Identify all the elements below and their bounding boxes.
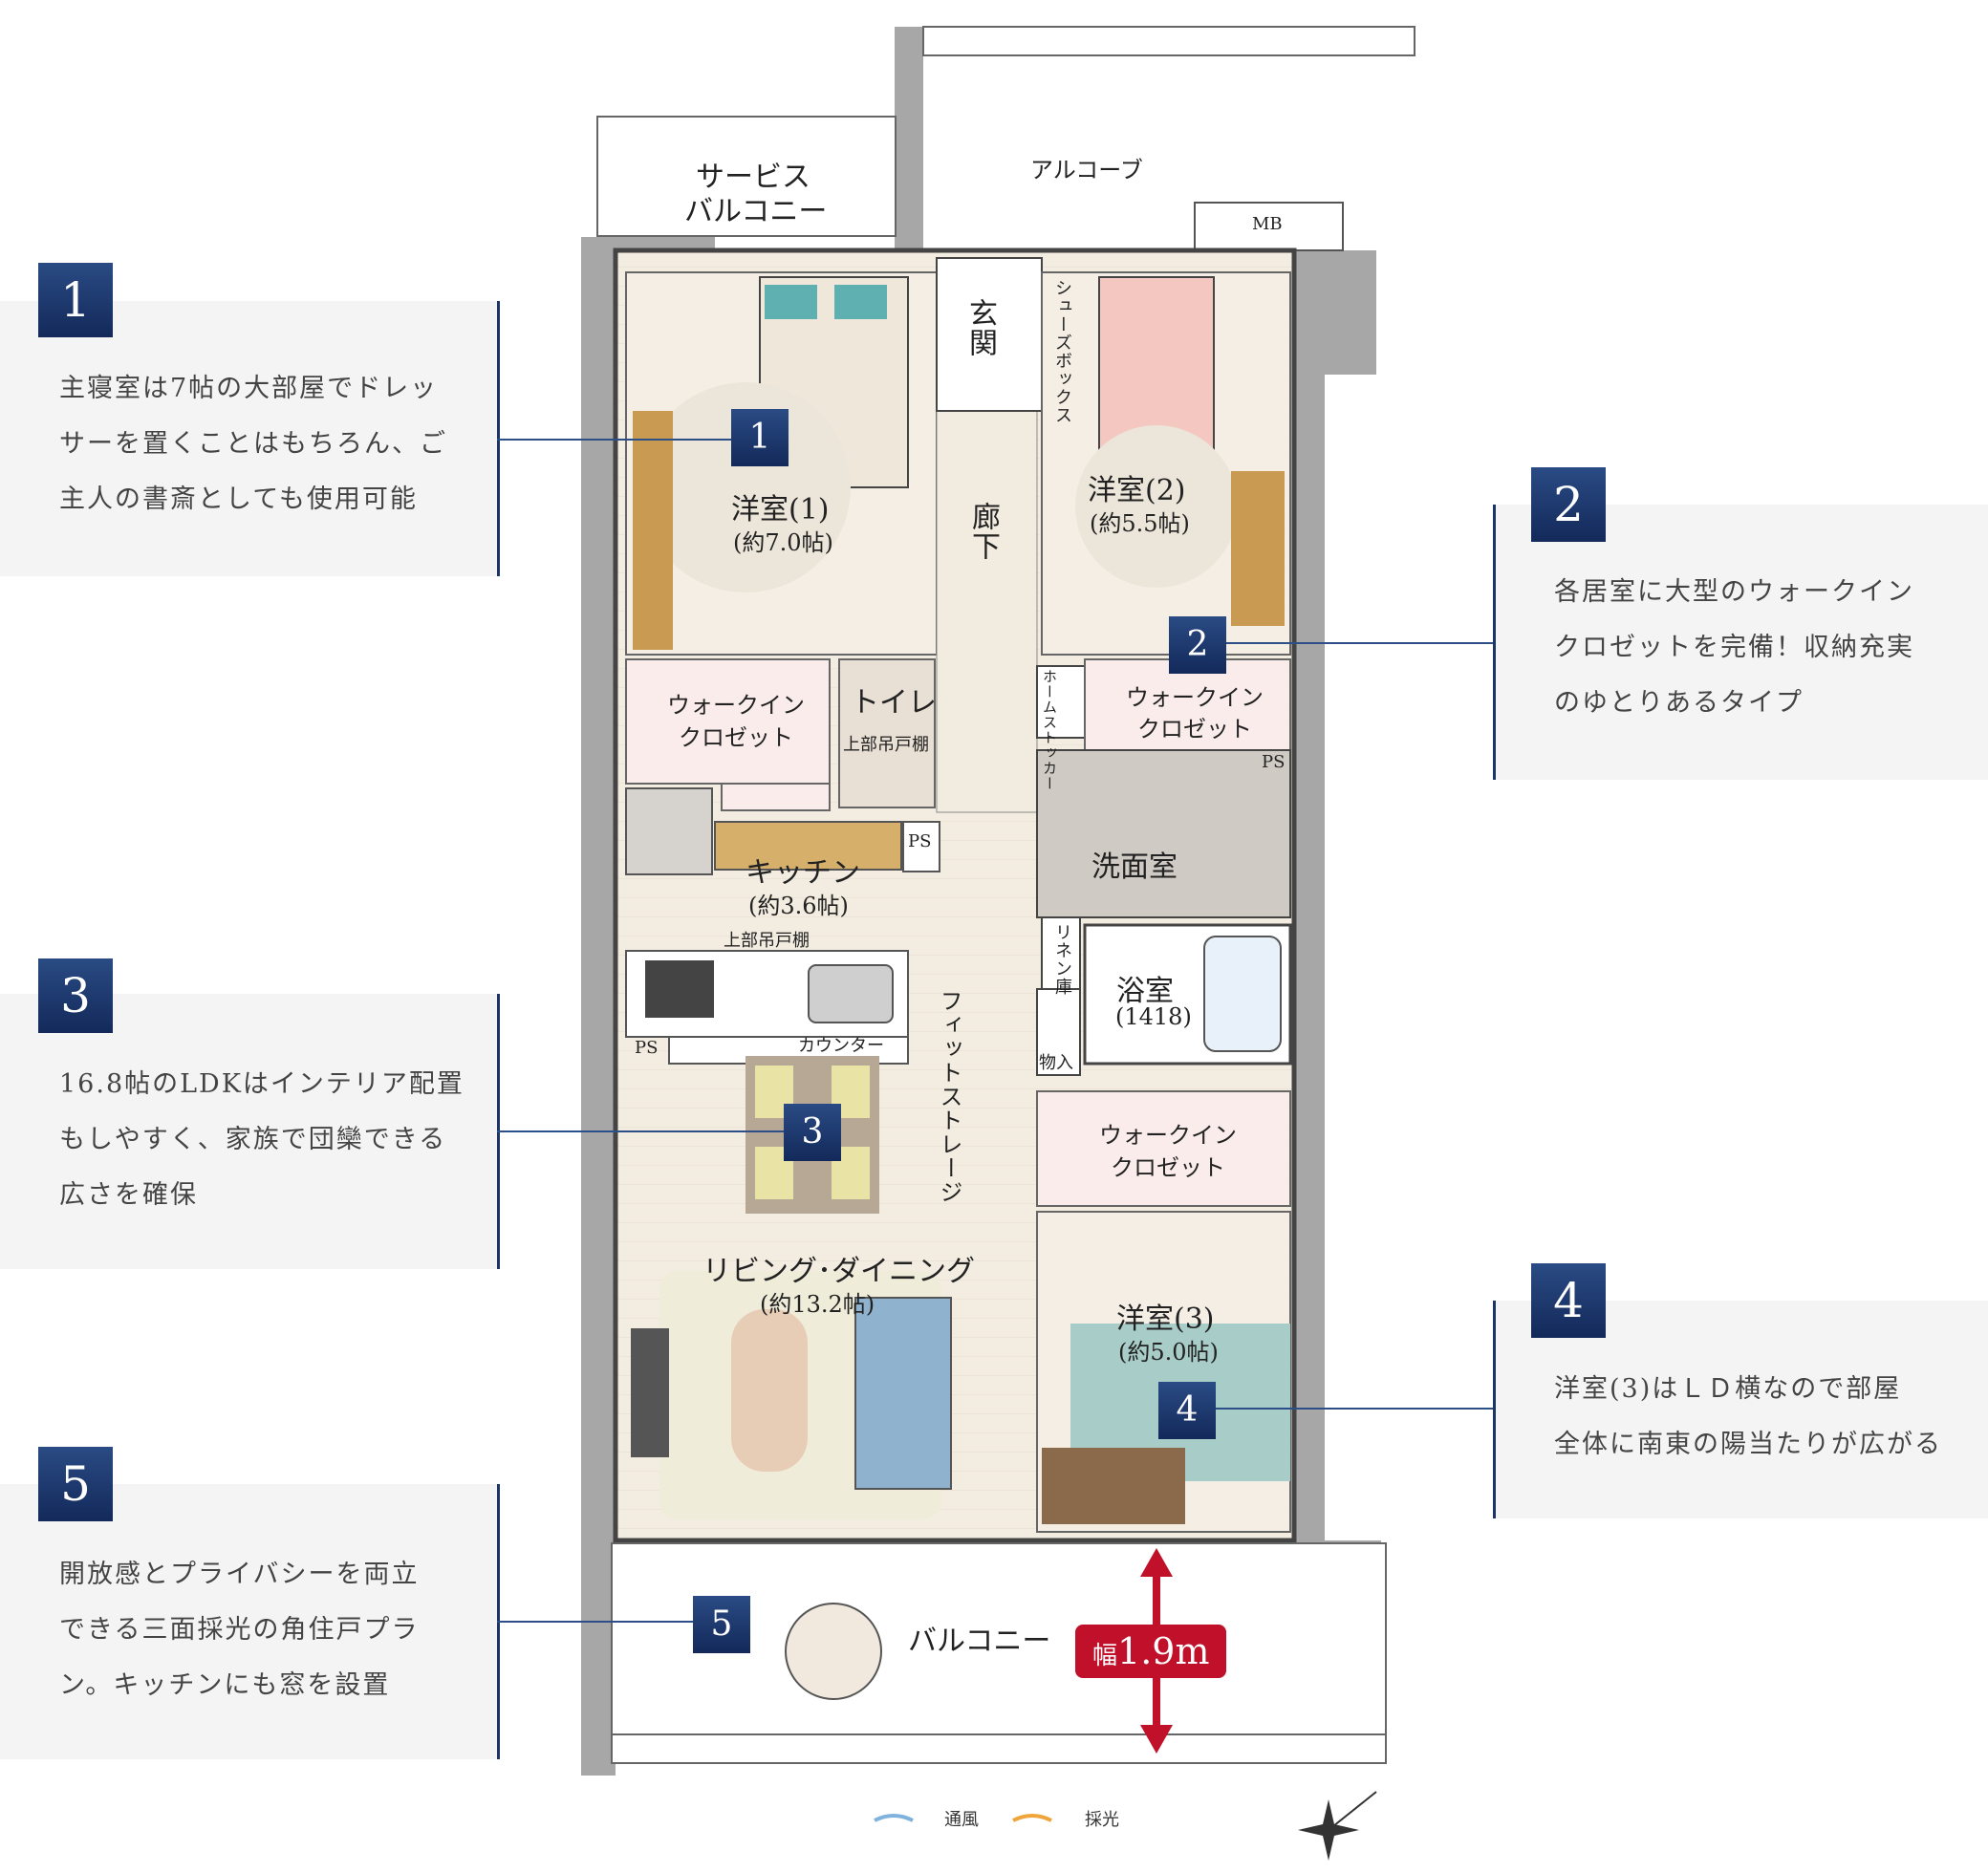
coffee-table <box>731 1309 808 1472</box>
label-closet-2: クロゼット <box>1137 716 1252 743</box>
plan-marker-5: 5 <box>693 1596 750 1653</box>
callout-text-3: 16.8帖のLDKはインテリア配置 もしやすく、家族で団欒できる 広さを確保 <box>59 1069 465 1210</box>
width-prefix: 幅 <box>1092 1642 1118 1670</box>
label-wic-2: ウォークイン <box>1126 684 1264 711</box>
callout-number-1: 1 <box>38 263 113 337</box>
callout-panel-1 <box>0 301 500 576</box>
outer-wall-left <box>581 237 616 1776</box>
balcony-table <box>785 1603 882 1700</box>
entrance <box>936 257 1043 412</box>
label-storage: 物入 <box>1039 1053 1073 1073</box>
label-counter: カウンター <box>798 1036 884 1056</box>
wind-legend-mark <box>874 1814 914 1822</box>
plan-marker-1: 1 <box>731 409 789 466</box>
label-room3: 洋室(3) <box>1116 1302 1215 1336</box>
storage <box>1036 988 1081 1076</box>
label-room2-size: (約5.5帖) <box>1090 510 1190 537</box>
sofa <box>854 1297 952 1490</box>
callout-panel-2 <box>1493 505 1988 780</box>
service-balcony <box>596 116 897 237</box>
label-room2: 洋室(2) <box>1088 474 1186 507</box>
label-home-stocker: ホームストッカー <box>1041 669 1058 791</box>
callout-number-4: 4 <box>1531 1263 1606 1338</box>
callout-text-5: 開放感とプライバシーを両立 できる三面採光の角住戸プラ ン。キッチンにも窓を設置 <box>59 1560 420 1700</box>
label-closet-1: クロゼット <box>679 724 793 751</box>
label-wic-3: ウォークイン <box>1099 1122 1237 1149</box>
callout-number-5: 5 <box>38 1447 113 1521</box>
legend-wind: 通風 <box>944 1810 979 1830</box>
fridge <box>625 787 713 875</box>
kitchen-back-counter <box>714 821 902 871</box>
wall-alcove-left <box>895 27 923 266</box>
label-bath-size: (1418) <box>1115 1003 1192 1030</box>
label-living: リビング･ダイニング <box>702 1255 975 1288</box>
wic-3 <box>1036 1090 1291 1207</box>
label-shoe-box: シューズボックス <box>1052 279 1072 424</box>
label-balcony: バルコニー <box>908 1625 1051 1658</box>
compass-icon <box>1298 1791 1377 1861</box>
light-legend-mark <box>1012 1814 1052 1822</box>
label-upper-cabinet-2: 上部吊戸棚 <box>724 931 810 951</box>
label-service-balcony-2: バルコニー <box>684 195 828 228</box>
label-room3-size: (約5.0帖) <box>1118 1339 1219 1366</box>
width-badge: 幅1.9m <box>1075 1625 1227 1678</box>
label-kitchen: キッチン <box>746 856 860 890</box>
desk-room3 <box>1042 1448 1185 1524</box>
callout-number-3: 3 <box>38 958 113 1033</box>
label-room1: 洋室(1) <box>731 493 830 527</box>
label-ps-1: PS <box>1262 752 1286 772</box>
legend-light: 採光 <box>1085 1810 1119 1830</box>
callout-panel-3 <box>0 994 500 1269</box>
plan-marker-4: 4 <box>1158 1382 1216 1439</box>
label-alcove: アルコーブ <box>1030 157 1143 183</box>
width-value: 1.9m <box>1117 1630 1210 1672</box>
callout-text-1: 主寝室は7帖の大部屋でドレッ サーを置くことはもちろん、ご 主人の書斎としても使… <box>59 374 447 514</box>
label-room1-size: (約7.0帖) <box>733 529 833 556</box>
callout-panel-5 <box>0 1484 500 1759</box>
plan-marker-2: 2 <box>1169 616 1226 674</box>
home-stocker <box>1036 665 1086 739</box>
dresser <box>633 411 673 650</box>
plan-marker-3: 3 <box>784 1104 841 1161</box>
label-living-size: (約13.2帖) <box>760 1291 875 1318</box>
label-kitchen-size: (約3.6帖) <box>748 893 849 919</box>
callout-text-2: 各居室に大型のウォークイン クロゼットを完備！収納充実 のゆとりあるタイプ <box>1554 577 1914 718</box>
label-linen: リネン庫 <box>1052 923 1072 996</box>
label-hallway: 廊下 <box>966 502 1000 561</box>
label-closet-3: クロゼット <box>1111 1154 1225 1181</box>
label-toilet: トイレ <box>851 686 937 720</box>
callout-number-2: 2 <box>1531 467 1606 542</box>
label-entrance: 玄関 <box>963 298 997 357</box>
label-mb: MB <box>1252 214 1283 234</box>
label-wic-1: ウォークイン <box>667 692 805 719</box>
washroom <box>1036 749 1291 918</box>
callout-text-4: 洋室(3)はＬＤ横なので部屋 全体に南東の陽当たりが広がる <box>1554 1374 1942 1459</box>
label-ps-2: PS <box>908 831 932 851</box>
label-upper-cabinet-1: 上部吊戸棚 <box>843 735 929 755</box>
mb-box <box>1194 202 1344 251</box>
label-bathroom: 浴室 <box>1116 975 1174 1008</box>
label-fit-storage: フィットストレージ <box>936 989 962 1204</box>
label-service-balcony-1: サービス <box>696 161 810 194</box>
tv-board <box>631 1328 669 1457</box>
balcony <box>611 1542 1387 1764</box>
toilet-room <box>838 658 936 808</box>
label-ps-3: PS <box>635 1038 659 1058</box>
label-washroom: 洗面室 <box>1091 850 1178 884</box>
